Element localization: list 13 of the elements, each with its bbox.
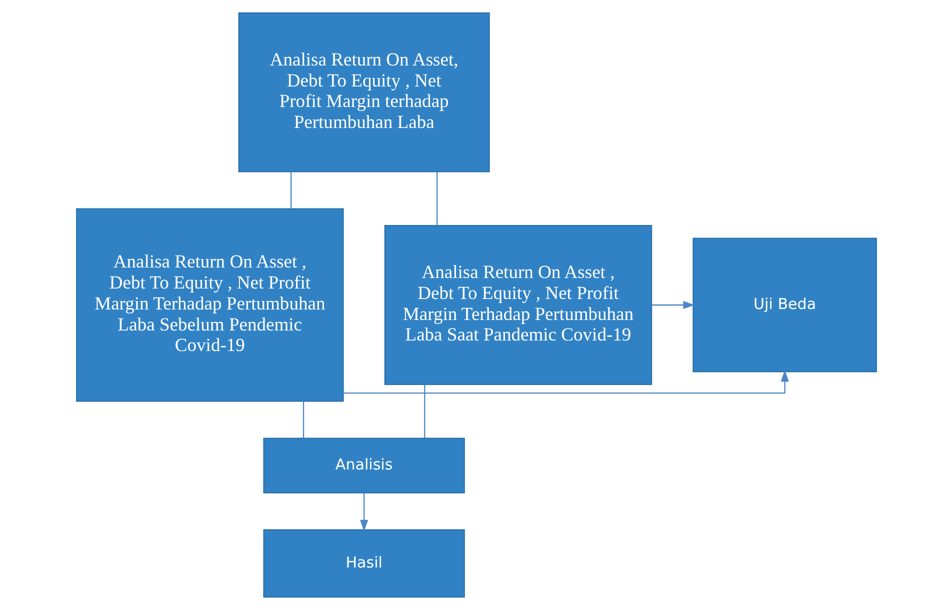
node-box: Analisa Return On Asset , Debt To Equity , Net Profit Margin Terhadap Pertumbuhan Laba Saat Pandemic Covid-19 bbox=[384, 225, 652, 385]
node-box: Uji Beda bbox=[692, 238, 876, 372]
node-box: Hasil bbox=[262, 529, 464, 598]
arrow bbox=[342, 370, 788, 394]
arrow bbox=[651, 300, 694, 310]
node-box: Analisa Return On Asset, Debt To Equity , Net Profit Margin terhadap Pertumbuhan Laba bbox=[238, 12, 490, 172]
connector bbox=[290, 172, 292, 209]
connector bbox=[302, 402, 304, 438]
connector bbox=[436, 172, 438, 226]
node-box: Analisa Return On Asset , Debt To Equity , Net Profit Margin Terhadap Pertumbuhan Laba Sebelum Pendemic Covid-19 bbox=[76, 208, 344, 402]
connector bbox=[424, 384, 425, 438]
arrow bbox=[360, 492, 368, 532]
node-box: Analisis bbox=[262, 438, 464, 494]
